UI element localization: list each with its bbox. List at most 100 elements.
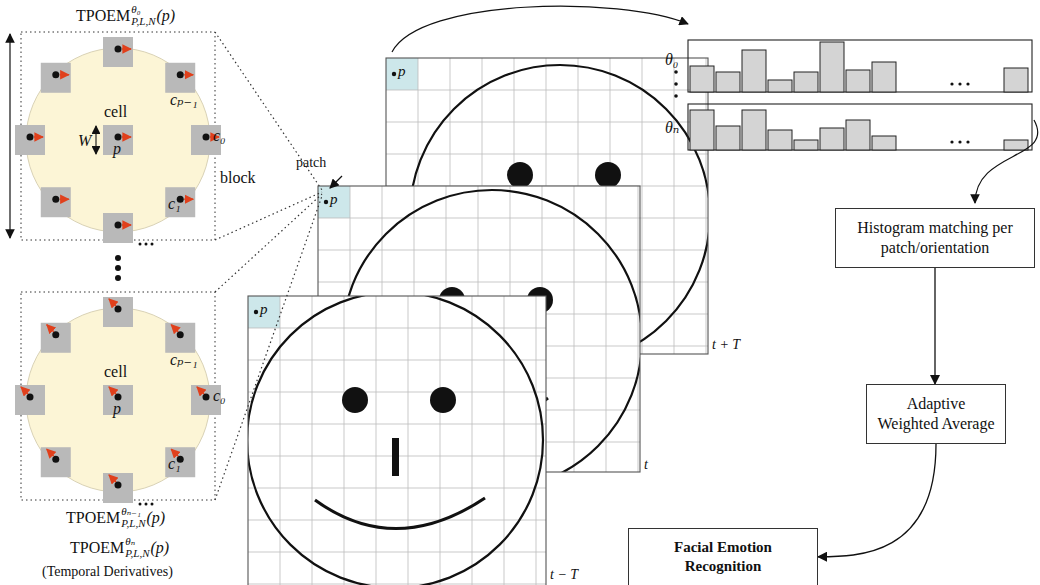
orientation-arrow (109, 299, 116, 306)
formula-argument: (p) (157, 8, 176, 24)
histogram-bar (820, 42, 844, 92)
superscript: θₙ (125, 536, 149, 548)
process-box: Adaptive Weighted Average (866, 384, 1006, 444)
cell (41, 63, 71, 93)
ellipsis-dots (115, 70, 678, 281)
pixel-dot (115, 46, 122, 53)
patch-cell (248, 296, 280, 328)
formula-name: TPOEM (70, 540, 124, 556)
flow-arrow (818, 444, 936, 557)
eye (430, 387, 456, 413)
pixel-dot (115, 394, 122, 401)
subscript: P,L,N (125, 548, 149, 560)
orientation-arrow (21, 387, 28, 394)
formula-name: TPOEM (66, 510, 120, 526)
point-label: p (113, 401, 121, 417)
box-text: Histogram matching per patch/orientation (846, 218, 1024, 258)
block-outline (21, 292, 215, 500)
neighbour-label: cₚ₋₁ (170, 92, 198, 108)
ellipsis-dots (139, 503, 154, 506)
formula-indices: θₙ₋₁P,L,N (121, 506, 145, 529)
subscript: P,L,N (121, 518, 145, 530)
caption-note: (Temporal Derivatives) (42, 565, 173, 579)
formula-indices: θ₀P,L,N (131, 4, 155, 27)
mouth (315, 498, 485, 529)
face-outline (248, 296, 543, 585)
cell (15, 125, 45, 155)
pixel-dot (324, 200, 328, 204)
zoom-line (215, 194, 322, 292)
histogram-bar (768, 80, 792, 92)
histogram-bar (1004, 68, 1028, 92)
flow-arrow (934, 268, 935, 384)
ellipsis-dots (139, 243, 154, 246)
sampling-circle (26, 48, 210, 232)
orientation-arrow (47, 325, 54, 332)
histogram-bar (768, 130, 792, 150)
histogram-bar (690, 110, 714, 150)
neighbour-label: c₀ (213, 388, 226, 404)
orientation-arrow (47, 449, 54, 456)
histogram-bar (846, 120, 870, 150)
histogram-bar (820, 128, 844, 150)
orientation-arrow (122, 48, 131, 50)
video-frames (247, 58, 710, 585)
cell (103, 37, 133, 67)
formula: TPOEMθ₀P,L,N(p) (76, 4, 175, 27)
pixel-dot (27, 394, 34, 401)
width-arrow (95, 126, 96, 154)
point-label: p (398, 64, 406, 79)
orientation-arrow (122, 224, 131, 226)
flow-arrow (975, 120, 1038, 203)
process-box: Facial Emotion Recognition (628, 528, 818, 585)
eye (342, 387, 368, 413)
orientation-arrow (197, 387, 204, 394)
orientation-arrow (109, 475, 116, 482)
cell (41, 447, 71, 477)
histogram-bar (742, 50, 766, 92)
pixel-dot (392, 72, 396, 76)
orientation-arrow (60, 198, 69, 200)
pixel-dot (115, 222, 122, 229)
cell (41, 187, 71, 217)
cell-label: cell (104, 104, 127, 120)
histograms (688, 40, 1032, 150)
width-label: W (78, 133, 91, 149)
pixel-dot (177, 331, 184, 338)
histogram-bar (872, 62, 896, 92)
orientation-arrow (171, 325, 178, 332)
zoom-line (215, 192, 322, 240)
orientation-arrow (184, 74, 193, 76)
cell (15, 385, 45, 415)
pixel-dot (203, 134, 210, 141)
process-box: Histogram matching per patch/orientation (835, 208, 1035, 268)
pixel-dot (52, 456, 59, 463)
orientation-arrow (122, 136, 131, 138)
frame-border (248, 296, 546, 585)
box-text: Facial Emotion Recognition (639, 538, 807, 576)
histogram-bar (794, 140, 818, 150)
histogram-bar (742, 110, 766, 150)
patch-cell (386, 58, 418, 90)
cell (103, 213, 133, 243)
formula-argument: (p) (151, 540, 170, 556)
time-label: t (644, 458, 648, 472)
cell (41, 323, 71, 353)
time-label: t + T (712, 338, 740, 352)
orientation-arrow (109, 387, 116, 394)
histogram-frame (688, 104, 1032, 150)
point-label: p (260, 302, 268, 317)
point-label: p (113, 141, 121, 157)
formula: TPOEMθₙ₋₁P,L,N(p) (66, 506, 165, 529)
formula: TPOEMθₙP,L,N(p) (70, 536, 169, 559)
neighbourhood-blocks (15, 32, 221, 506)
formula-name: TPOEM (76, 8, 130, 24)
cell (103, 473, 133, 503)
ellipsis-dots (950, 82, 969, 85)
leader-line (330, 176, 342, 188)
superscript: θₙ₋₁ (121, 506, 145, 518)
histogram-bar (1004, 140, 1028, 150)
subscript: P,L,N (131, 16, 155, 28)
zoom-line (215, 196, 322, 500)
histogram-bar (716, 126, 740, 150)
